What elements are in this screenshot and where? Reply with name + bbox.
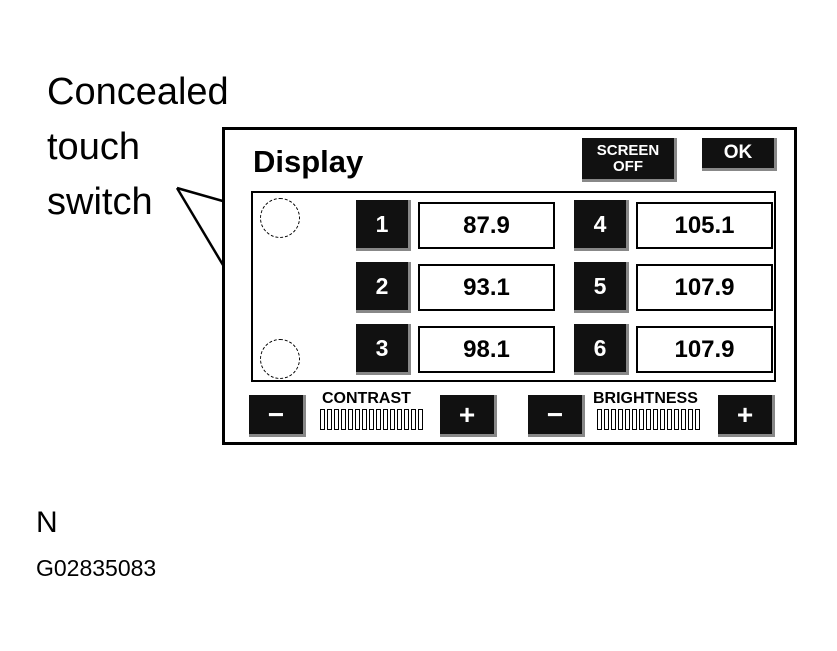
preset-area: 1 87.9 2 93.1 3 98.1 4 105.1 5 107.9 6 1… [251,191,776,382]
preset-4-frequency: 105.1 [636,202,773,249]
orientation-label: N [36,506,58,539]
figure-code: G02835083 [36,555,157,581]
brightness-level-bar [597,409,700,430]
preset-1-button[interactable]: 1 [356,200,411,251]
screen-off-button[interactable]: SCREEN OFF [582,138,677,182]
contrast-minus-button[interactable]: − [249,395,306,437]
brightness-plus-button[interactable]: + [718,395,775,437]
concealed-touch-switch-lower[interactable] [260,339,300,379]
ok-button[interactable]: OK [702,138,777,171]
preset-3-button[interactable]: 3 [356,324,411,375]
callout-line-3: switch [47,181,153,223]
display-panel: Display SCREEN OFF OK 1 87.9 2 93.1 3 98… [222,127,797,445]
contrast-level-bar [320,409,423,430]
preset-3-frequency: 98.1 [418,326,555,373]
preset-2-frequency: 93.1 [418,264,555,311]
panel-title: Display [253,144,364,179]
preset-5-button[interactable]: 5 [574,262,629,313]
contrast-plus-button[interactable]: + [440,395,497,437]
callout-line-2: touch [47,126,140,168]
preset-2-button[interactable]: 2 [356,262,411,313]
preset-6-button[interactable]: 6 [574,324,629,375]
callout-line-1: Concealed [47,71,229,113]
preset-6-frequency: 107.9 [636,326,773,373]
concealed-touch-switch-upper[interactable] [260,198,300,238]
preset-4-button[interactable]: 4 [574,200,629,251]
preset-5-frequency: 107.9 [636,264,773,311]
preset-1-frequency: 87.9 [418,202,555,249]
contrast-label: CONTRAST [322,390,411,407]
brightness-minus-button[interactable]: − [528,395,585,437]
brightness-label: BRIGHTNESS [593,390,698,407]
